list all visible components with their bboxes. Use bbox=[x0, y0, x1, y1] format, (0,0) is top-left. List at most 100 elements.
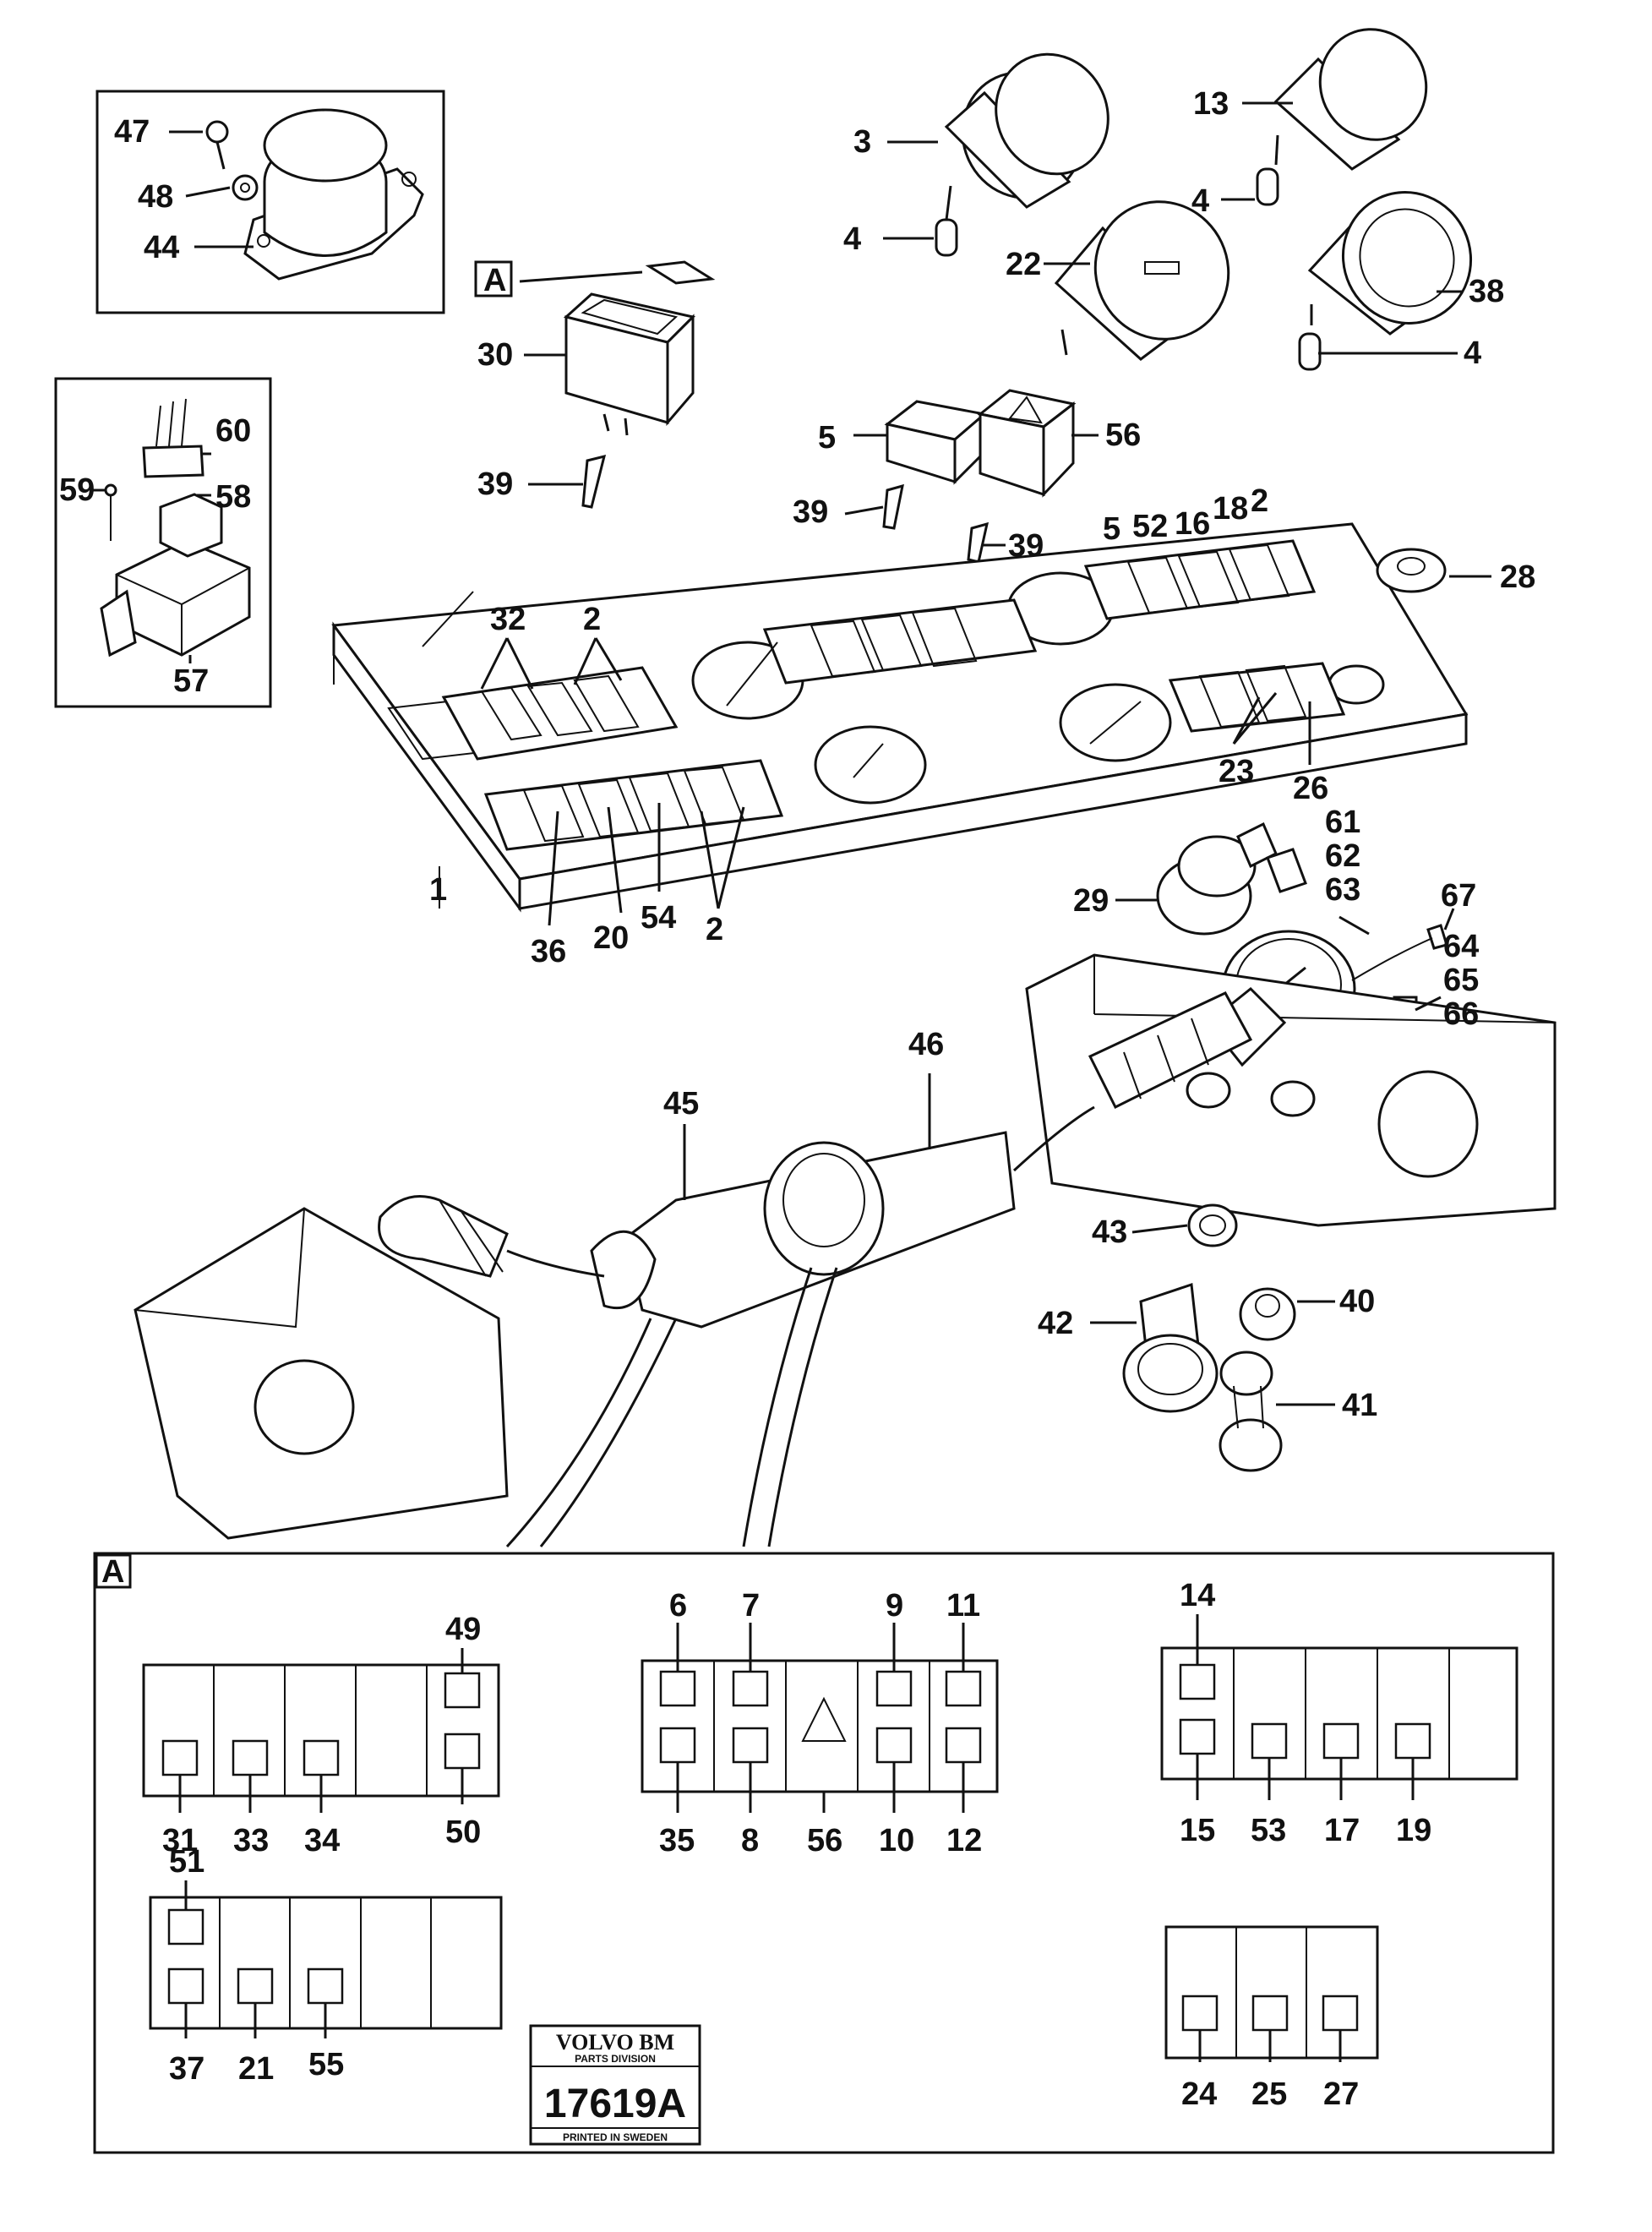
nut-28 bbox=[1376, 548, 1447, 593]
svg-text:A: A bbox=[483, 263, 506, 298]
stamp-number: 17619A bbox=[544, 2082, 686, 2126]
callout-40: 40 bbox=[1339, 1284, 1375, 1319]
callout-13: 13 bbox=[1193, 86, 1229, 122]
callout-18: 18 bbox=[1213, 491, 1248, 527]
callout-16: 16 bbox=[1175, 506, 1210, 542]
callout-10: 10 bbox=[879, 1823, 914, 1858]
leader-lines bbox=[439, 101, 1491, 1406]
callout-7: 7 bbox=[742, 1588, 760, 1624]
callout-5: 5 bbox=[818, 420, 836, 456]
callout-22: 22 bbox=[1006, 247, 1041, 282]
callout-48: 48 bbox=[138, 179, 173, 215]
callout-42: 42 bbox=[1038, 1306, 1073, 1341]
relay-box-57 bbox=[100, 539, 251, 658]
callout-1: 1 bbox=[429, 872, 447, 908]
bulbs-4 bbox=[935, 167, 1322, 371]
callout-2b: 2 bbox=[583, 602, 601, 637]
relay-box-inset bbox=[54, 377, 272, 708]
callout-3: 3 bbox=[853, 124, 871, 160]
callout-35: 35 bbox=[659, 1823, 695, 1858]
callout-59: 59 bbox=[59, 472, 95, 508]
callout-32: 32 bbox=[490, 602, 526, 637]
callout-58: 58 bbox=[215, 479, 251, 515]
callout-9: 9 bbox=[886, 1588, 903, 1624]
callout-64: 64 bbox=[1443, 929, 1479, 964]
panel-leader-lines bbox=[178, 1614, 1415, 2062]
callout-11: 11 bbox=[946, 1588, 980, 1624]
callout-2c: 2 bbox=[706, 912, 723, 947]
stamp-brand: VOLVO BM bbox=[556, 2030, 674, 2055]
washer-48 bbox=[232, 174, 259, 201]
callout-66: 66 bbox=[1443, 996, 1479, 1032]
callout-67: 67 bbox=[1441, 878, 1476, 914]
connector-60 bbox=[142, 398, 204, 478]
callout-36: 36 bbox=[531, 934, 566, 969]
callout-28: 28 bbox=[1500, 559, 1535, 595]
callout-19: 19 bbox=[1396, 1813, 1431, 1848]
callout-15: 15 bbox=[1180, 1813, 1215, 1848]
callout-27: 27 bbox=[1323, 2076, 1359, 2112]
callout-57: 57 bbox=[173, 663, 209, 699]
callout-33: 33 bbox=[233, 1823, 269, 1858]
switch-30 bbox=[563, 292, 695, 436]
callout-37: 37 bbox=[169, 2051, 204, 2087]
callout-2a: 2 bbox=[1251, 483, 1268, 519]
callout-26: 26 bbox=[1293, 771, 1328, 806]
callout-55: 55 bbox=[308, 2047, 344, 2082]
screw-47 bbox=[205, 120, 229, 170]
callout-labels: 47 48 44 3 4 13 4 22 38 4 A 30 39 60 59 … bbox=[59, 86, 1535, 2143]
relay-inset bbox=[95, 90, 445, 314]
callout-4c: 4 bbox=[1464, 336, 1481, 371]
callout-41: 41 bbox=[1342, 1388, 1377, 1423]
callout-38: 38 bbox=[1469, 274, 1504, 309]
callout-21: 21 bbox=[238, 2051, 274, 2087]
callout-45: 45 bbox=[663, 1086, 699, 1121]
callout-8: 8 bbox=[741, 1823, 759, 1858]
callout-60: 60 bbox=[215, 413, 251, 449]
marker-A-panel: A bbox=[101, 1554, 124, 1590]
callout-56-panel: 56 bbox=[807, 1823, 842, 1858]
callout-24: 24 bbox=[1181, 2076, 1217, 2112]
callout-50: 50 bbox=[445, 1815, 481, 1850]
callout-43: 43 bbox=[1092, 1214, 1127, 1250]
callout-51: 51 bbox=[169, 1844, 204, 1880]
callout-44: 44 bbox=[144, 230, 179, 265]
callout-52: 52 bbox=[1132, 509, 1168, 544]
relay-part-44 bbox=[243, 108, 424, 281]
callout-39c: 39 bbox=[1008, 528, 1044, 564]
left-console bbox=[134, 1207, 509, 1540]
gauge-3 bbox=[944, 52, 1110, 221]
gauge-22 bbox=[1054, 200, 1230, 361]
dash-panel-1 bbox=[331, 522, 1469, 913]
callout-49: 49 bbox=[445, 1612, 481, 1647]
callout-53: 53 bbox=[1251, 1813, 1286, 1848]
callout-54: 54 bbox=[641, 900, 676, 936]
callout-56: 56 bbox=[1105, 417, 1141, 453]
callout-61: 61 bbox=[1325, 805, 1360, 840]
callout-39b: 39 bbox=[793, 494, 828, 530]
callout-23: 23 bbox=[1219, 754, 1254, 789]
callout-47: 47 bbox=[114, 114, 150, 150]
socket-42 bbox=[1122, 1282, 1219, 1413]
column-switch-45 bbox=[378, 986, 1287, 1548]
callout-46: 46 bbox=[908, 1027, 944, 1062]
stamp-footer: PRINTED IN SWEDEN bbox=[563, 2131, 668, 2143]
switch-5 bbox=[884, 400, 988, 485]
callout-12: 12 bbox=[946, 1823, 982, 1858]
callout-62: 62 bbox=[1325, 838, 1360, 874]
volvo-stamp bbox=[529, 2024, 701, 2146]
callout-20: 20 bbox=[593, 920, 629, 956]
lens-A bbox=[645, 260, 716, 285]
socket-40 bbox=[1239, 1287, 1296, 1341]
callout-39: 39 bbox=[477, 467, 513, 502]
stamp-division: PARTS DIVISION bbox=[575, 2053, 656, 2065]
callout-29: 29 bbox=[1073, 883, 1109, 919]
gauge-13 bbox=[1273, 28, 1428, 171]
symbol-panel-A bbox=[93, 1552, 1555, 2154]
callout-31: 31 bbox=[162, 1823, 198, 1858]
callout-30: 30 bbox=[477, 337, 513, 373]
switch-56 bbox=[977, 389, 1077, 498]
callout-4b: 4 bbox=[1191, 183, 1209, 219]
callout-63: 63 bbox=[1325, 872, 1360, 908]
right-console bbox=[1025, 953, 1557, 1227]
